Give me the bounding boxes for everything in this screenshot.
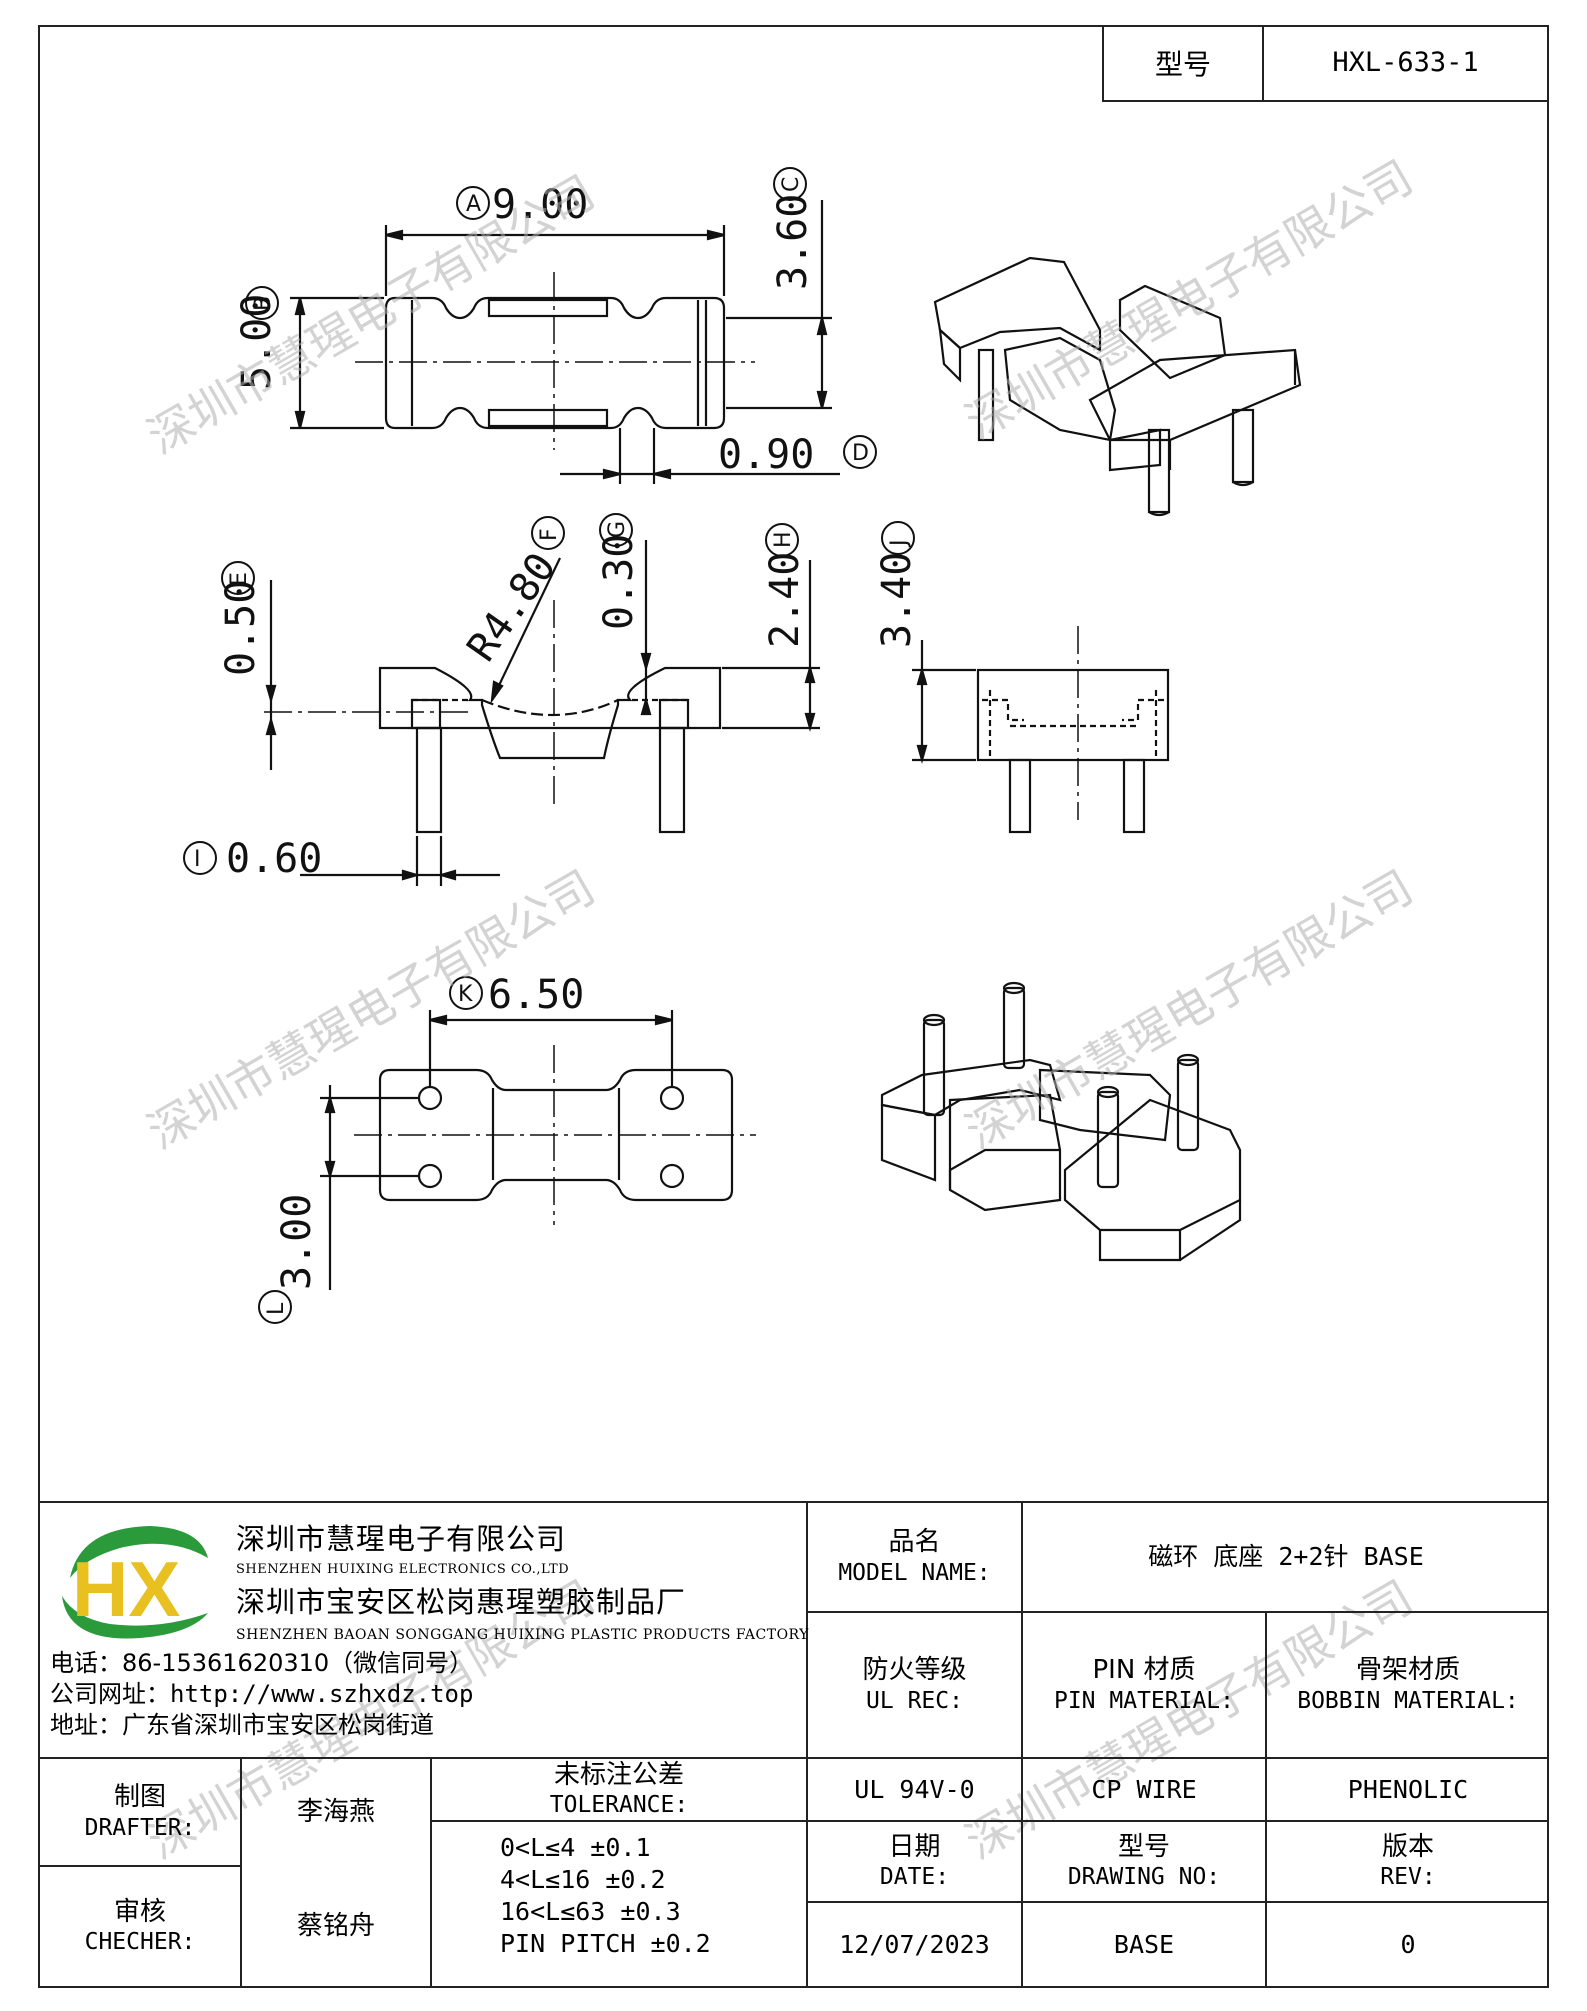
dim-f-value: R4.80 [459,545,566,670]
dim-b-value: 5.00 [234,294,280,390]
tolerance-table: 0<L≤4 ±0.1 4<L≤16 ±0.2 16<L≤63 ±0.3 PIN … [500,1832,711,1960]
pin-material-label: PIN 材质 PIN MATERIAL: [1053,1655,1234,1714]
address-text: 地址：广东省深圳市宝安区松岗街道 [50,1711,434,1739]
drafter-label: 制图 DRAFTER: [84,1782,196,1841]
tolerance-row: PIN PITCH ±0.2 [500,1929,711,1958]
drafter-value: 李海燕 [296,1796,375,1827]
model-label: 型号 [1104,25,1264,100]
phone-text: 电话：86-15361620310（微信同号） [50,1649,474,1677]
side-view [912,626,1170,834]
dim-d-circle: D [852,441,869,466]
contact-info: 电话：86-15361620310（微信同号） 公司网址：http://www.… [50,1648,473,1741]
bobbin-material-value: PHENOLIC [1347,1774,1469,1804]
dim-h-value: 2.40 [762,552,808,648]
dim-g-circle: G [605,521,630,538]
model-name-value: 磁环 底座 2+2针 BASE [1148,1542,1424,1572]
dim-e-value: 0.50 [218,580,264,676]
model-name-label: 品名 MODEL NAME: [838,1527,991,1586]
factory-name-cn: 深圳市宝安区松岗惠瑆塑胶制品厂 [236,1585,687,1619]
dim-l-value: 3.00 [274,1194,320,1290]
dim-c-value: 3.60 [770,194,816,290]
front-view [264,540,820,886]
checker-value: 蔡铭舟 [296,1911,375,1942]
dim-l-circle: L [264,1302,289,1315]
watermark: 深圳市慧瑆电子有限公司 [139,165,604,465]
tolerance-row: 4<L≤16 ±0.2 [500,1865,666,1894]
model-number-box: 型号 HXL-633-1 [1102,25,1549,102]
logo-text: HX [72,1545,180,1633]
dim-c-circle: C [779,177,804,192]
ul-rec-label: 防火等级 UL REC: [862,1655,967,1714]
dim-a-value: 9.00 [492,182,588,228]
dim-k-value: 6.50 [488,972,584,1018]
dim-i-value: 0.60 [226,836,322,882]
ul-rec-value: UL 94V-0 [854,1774,975,1804]
dim-a-circle: A [466,192,481,217]
model-value: HXL-633-1 [1332,47,1479,78]
watermark: 深圳市慧瑆电子有限公司 [957,150,1422,450]
bobbin-material-label: 骨架材质 BOBBIN MATERIAL: [1297,1655,1519,1714]
dim-b-circle: B [251,296,276,311]
rev-label: 版本 REV: [1380,1831,1436,1891]
dim-g-value: 0.30 [596,534,642,630]
website-label: 公司网址： [50,1680,170,1708]
dim-h-circle: H [771,531,796,548]
date-value: 12/07/2023 [839,1929,990,1959]
bottom-view [320,1010,756,1290]
website-link[interactable]: http://www.szhxdz.top [170,1680,474,1708]
website-row: 公司网址：http://www.szhxdz.top [50,1679,473,1710]
tolerance-row: 16<L≤63 ±0.3 [500,1897,681,1926]
tolerance-row: 0<L≤4 ±0.1 [500,1833,651,1862]
iso-view-top [933,256,1302,517]
checker-label: 审核 CHECHER: [84,1896,196,1956]
dim-k-circle: K [458,982,473,1007]
top-view [290,200,840,484]
drawing-sheet [38,25,1549,1988]
pin-material-value: CP WIRE [1091,1774,1197,1804]
company-name-cn: 深圳市慧瑆电子有限公司 [236,1522,567,1556]
dim-f-circle: F [537,528,562,541]
dim-d-value: 0.90 [718,432,814,478]
date-label: 日期 DATE: [879,1831,950,1891]
dim-j-circle: J [887,540,912,549]
dim-e-circle: E [227,572,252,586]
iso-view-bottom [880,981,1242,1262]
factory-name-en: SHENZHEN BAOAN SONGGANG HUIXING PLASTIC … [236,1627,809,1643]
company-logo: HX [62,1526,208,1639]
rev-value: 0 [1400,1929,1416,1959]
dim-i-circle: I [194,847,201,872]
company-name-en: SHENZHEN HUIXING ELECTRONICS CO.,LTD [236,1562,570,1577]
company-info: 深圳市慧瑆电子有限公司 SHENZHEN HUIXING ELECTRONICS… [236,1516,809,1643]
tolerance-label: 未标注公差 TOLERANCE: [549,1759,689,1819]
dim-j-value: 3.40 [874,552,920,648]
drawing-no-value: BASE [1113,1929,1175,1959]
drawing-no-label: 型号 DRAWING NO: [1067,1831,1221,1891]
